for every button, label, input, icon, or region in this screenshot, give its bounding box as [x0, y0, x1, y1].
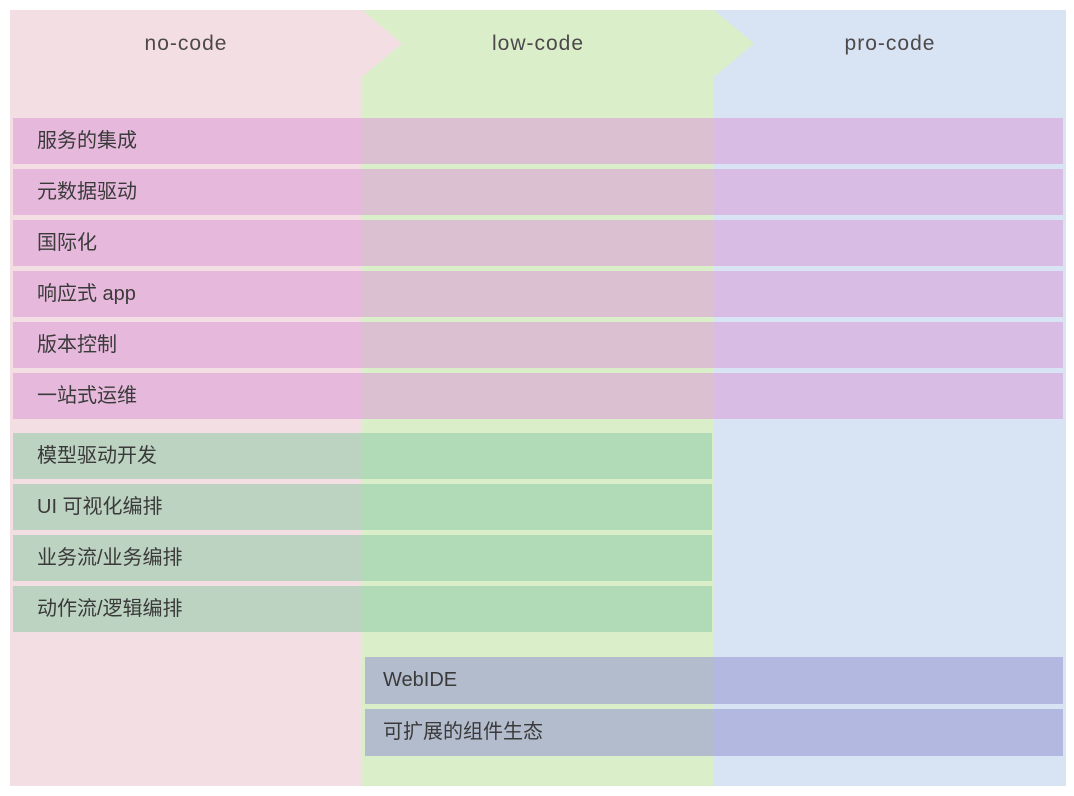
feature-row-one-stop-operations: 一站式运维 [13, 373, 1063, 419]
feature-row-extensible-ecosystem: 可扩展的组件生态 [365, 709, 1063, 756]
feature-row-metadata-driven: 元数据驱动 [13, 169, 1063, 215]
column-header-no-code: no-code [144, 31, 228, 55]
feature-row-service-integration: 服务的集成 [13, 118, 1063, 164]
feature-row-responsive-app: 响应式 app [13, 271, 1063, 317]
feature-row-ui-visual-orchestration: UI 可视化编排 [13, 484, 712, 530]
column-header-low-code: low-code [491, 31, 585, 55]
feature-row-internationalization: 国际化 [13, 220, 1063, 266]
column-header-pro-code: pro-code [844, 31, 936, 55]
feature-row-action-flow: 动作流/逻辑编排 [13, 586, 712, 632]
feature-row-webide: WebIDE [365, 657, 1063, 704]
feature-row-model-driven-development: 模型驱动开发 [13, 433, 712, 479]
feature-row-business-flow: 业务流/业务编排 [13, 535, 712, 581]
feature-row-version-control: 版本控制 [13, 322, 1063, 368]
